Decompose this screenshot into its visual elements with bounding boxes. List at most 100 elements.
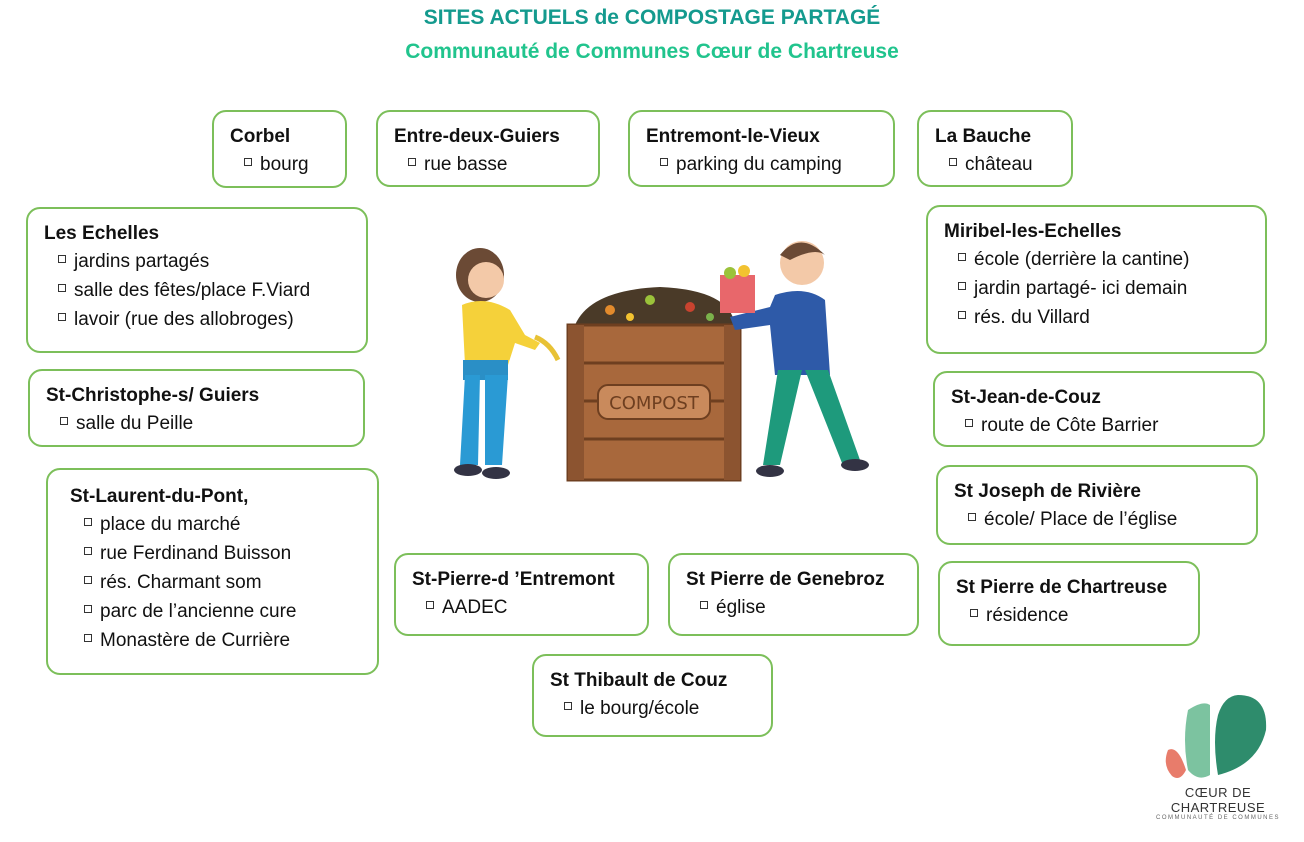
square-bullet-icon xyxy=(426,601,434,609)
square-bullet-icon xyxy=(958,311,966,319)
location-text: bourg xyxy=(260,154,309,175)
location-text: rés. Charmant som xyxy=(100,572,262,593)
site-location: route de Côte Barrier xyxy=(951,411,1263,440)
site-box: Les Echelles jardins partagés salle des fê… xyxy=(26,207,368,353)
square-bullet-icon xyxy=(700,601,708,609)
site-commune: Entre-deux-Guiers xyxy=(394,126,560,147)
site-commune: Les Echelles xyxy=(44,223,160,244)
site-commune: Miribel-les-Echelles xyxy=(944,221,1122,242)
site-box: Corbel bourg xyxy=(212,110,347,188)
location-text: parc de l’ancienne cure xyxy=(100,601,297,622)
bin-label: COMPOST xyxy=(609,393,700,414)
site-location: rés. Charmant som xyxy=(70,568,377,597)
square-bullet-icon xyxy=(968,513,976,521)
square-bullet-icon xyxy=(949,158,957,166)
site-location: lavoir (rue des allobroges) xyxy=(44,305,366,334)
compost-bin: COMPOST xyxy=(566,287,742,482)
location-text: route de Côte Barrier xyxy=(981,415,1159,436)
page-subtitle: Communauté de Communes Cœur de Chartreus… xyxy=(405,40,899,63)
square-bullet-icon xyxy=(58,255,66,263)
site-commune: St-Christophe-s/ Guiers xyxy=(46,385,260,406)
site-location: parc de l’ancienne cure xyxy=(70,597,377,626)
location-text: rés. du Villard xyxy=(974,307,1090,328)
site-location: rue Ferdinand Buisson xyxy=(70,539,377,568)
site-location: le bourg/école xyxy=(550,694,771,723)
site-location: AADEC xyxy=(412,593,647,622)
location-text: jardins partagés xyxy=(74,251,210,272)
square-bullet-icon xyxy=(58,284,66,292)
square-bullet-icon xyxy=(84,634,92,642)
location-text: château xyxy=(965,154,1033,175)
logo-icon xyxy=(1165,695,1267,778)
site-location: château xyxy=(935,150,1071,179)
logo: CŒUR DE CHARTREUSE COMMUNAUTÉ DE COMMUNE… xyxy=(1148,690,1288,821)
site-location: rue basse xyxy=(394,150,598,179)
location-text: Monastère de Currière xyxy=(100,630,291,651)
site-commune: St Pierre de Chartreuse xyxy=(956,577,1168,598)
site-commune: St-Laurent-du-Pont, xyxy=(70,486,249,507)
location-text: AADEC xyxy=(442,597,508,618)
site-box: St-Jean-de-Couz route de Côte Barrier xyxy=(933,371,1265,447)
compost-illustration: COMPOST xyxy=(454,241,869,482)
site-box: St Joseph de Rivière école/ Place de l’ég… xyxy=(936,465,1258,545)
logo-name: CŒUR DE CHARTREUSE xyxy=(1170,785,1266,815)
location-text: jardin partagé- ici demain xyxy=(974,278,1188,299)
site-box: St Pierre de Genebroz église xyxy=(668,553,919,636)
site-box: St Pierre de Chartreuse résidence xyxy=(938,561,1200,646)
boy-figure xyxy=(720,241,869,477)
site-location: jardins partagés xyxy=(44,247,366,276)
location-text: résidence xyxy=(986,605,1069,626)
location-text: place du marché xyxy=(100,514,241,535)
site-commune: St-Pierre-d ’Entremont xyxy=(412,569,615,590)
site-box: La Bauche château xyxy=(917,110,1073,187)
site-location: salle des fêtes/place F.Viard xyxy=(44,276,366,305)
site-box: St-Christophe-s/ Guiers salle du Peille xyxy=(28,369,365,447)
girl-figure xyxy=(454,248,561,479)
location-text: rue Ferdinand Buisson xyxy=(100,543,292,564)
site-location: église xyxy=(686,593,917,622)
square-bullet-icon xyxy=(60,417,68,425)
site-location: résidence xyxy=(956,601,1198,630)
location-text: lavoir (rue des allobroges) xyxy=(74,309,294,330)
site-location: jardin partagé- ici demain xyxy=(944,274,1265,303)
site-location: parking du camping xyxy=(646,150,893,179)
site-box: Miribel-les-Echelles école (derrière la c… xyxy=(926,205,1267,354)
location-text: salle des fêtes/place F.Viard xyxy=(74,280,311,301)
location-text: école (derrière la cantine) xyxy=(974,249,1190,270)
site-location: place du marché xyxy=(70,510,377,539)
square-bullet-icon xyxy=(84,547,92,555)
site-commune: La Bauche xyxy=(935,126,1032,147)
location-text: le bourg/école xyxy=(580,698,700,719)
site-box: St Thibault de Couz le bourg/école xyxy=(532,654,773,737)
logo-tagline: COMMUNAUTÉ DE COMMUNES xyxy=(1156,815,1280,821)
site-location: salle du Peille xyxy=(46,409,363,438)
square-bullet-icon xyxy=(965,419,973,427)
site-location: Monastère de Currière xyxy=(70,626,377,655)
site-commune: Corbel xyxy=(230,126,291,147)
site-commune: St Pierre de Genebroz xyxy=(686,569,885,590)
square-bullet-icon xyxy=(84,576,92,584)
square-bullet-icon xyxy=(84,518,92,526)
site-location: école/ Place de l’église xyxy=(954,505,1256,534)
location-text: rue basse xyxy=(424,154,508,175)
square-bullet-icon xyxy=(958,282,966,290)
square-bullet-icon xyxy=(244,158,252,166)
site-location: école (derrière la cantine) xyxy=(944,245,1265,274)
site-commune: St Joseph de Rivière xyxy=(954,481,1141,502)
site-box: St-Laurent-du-Pont, place du marché rue Fe… xyxy=(46,468,379,675)
square-bullet-icon xyxy=(958,253,966,261)
square-bullet-icon xyxy=(564,702,572,710)
square-bullet-icon xyxy=(970,609,978,617)
site-commune: Entremont-le-Vieux xyxy=(646,126,820,147)
square-bullet-icon xyxy=(58,313,66,321)
site-box: Entremont-le-Vieux parking du camping xyxy=(628,110,895,187)
location-text: école/ Place de l’église xyxy=(984,509,1178,530)
location-text: église xyxy=(716,597,766,618)
site-commune: St Thibault de Couz xyxy=(550,670,728,691)
site-location: bourg xyxy=(230,150,345,179)
square-bullet-icon xyxy=(660,158,668,166)
square-bullet-icon xyxy=(408,158,416,166)
site-location: rés. du Villard xyxy=(944,303,1265,332)
site-commune: St-Jean-de-Couz xyxy=(951,387,1101,408)
